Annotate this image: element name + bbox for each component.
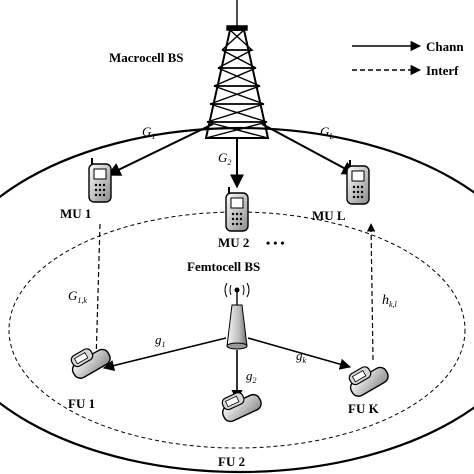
fu2-flip-phone-icon: [221, 392, 262, 423]
link-label-mul: GL: [320, 124, 334, 141]
link-label-fu1: g1: [155, 332, 166, 349]
fu1-label: FU 1: [68, 396, 95, 411]
mul-label: MU L: [312, 208, 346, 223]
interference-arrow-fuk-mul: [366, 223, 376, 361]
link-label-fuk: gk: [296, 348, 307, 365]
macrocell-label: Macrocell BS: [109, 50, 184, 65]
legend-interference-label: Interf: [426, 63, 459, 78]
link-label-fu2: g2: [246, 368, 257, 385]
legend-channel-label: Chann: [426, 39, 464, 54]
fuk-label: FU K: [348, 401, 380, 416]
channel-arrow-mul: [261, 123, 357, 175]
mu1-phone-icon: [88, 158, 112, 203]
ellipsis: • • •: [266, 236, 285, 250]
mu1-label: MU 1: [60, 206, 91, 221]
femtocell-label: Femtocell BS: [187, 259, 260, 274]
interference-label-hkl: hk,l: [382, 293, 398, 309]
macrocell-coverage: [0, 126, 474, 474]
femtocell-antenna-icon: [224, 282, 250, 350]
channel-arrow-mu1: [106, 123, 214, 176]
fu2-label: FU 2: [218, 454, 245, 469]
legend: Chann Interf: [352, 39, 464, 78]
fuk-flip-phone-icon: [348, 366, 389, 397]
interference-label-g1k: G1,k: [68, 288, 87, 305]
link-label-mu1: G1: [142, 124, 155, 141]
channel-arrow-fu1: [102, 337, 227, 372]
mu2-phone-icon: [225, 187, 249, 232]
mu2-label: MU 2: [218, 235, 249, 250]
channel-arrow-fuk: [247, 337, 352, 370]
mul-phone-icon: [346, 160, 370, 205]
link-label-mu2: G2: [218, 150, 231, 167]
fu1-flip-phone-icon: [70, 348, 111, 379]
interference-arrow-mu1-fu1: [92, 223, 101, 363]
macrocell-tower-icon: [204, 0, 270, 139]
